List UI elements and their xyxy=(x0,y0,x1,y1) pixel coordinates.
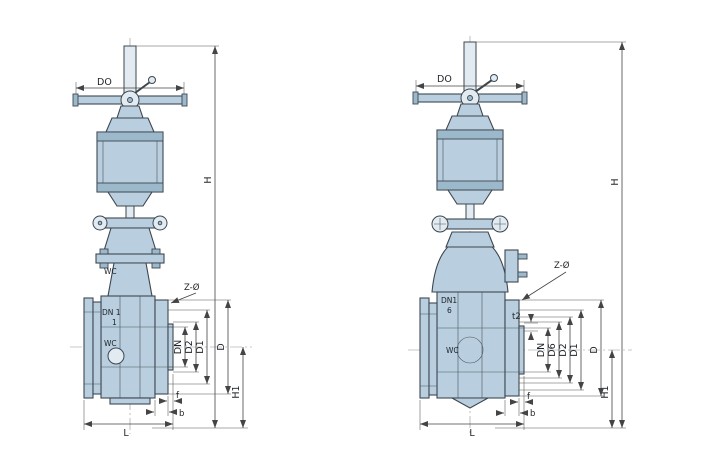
left-bore-label: DN 1 xyxy=(102,308,121,317)
left-annotations: DN 1 1 WC WC xyxy=(102,267,121,348)
left-dim-f-label: f xyxy=(176,391,180,401)
left-crank-handle xyxy=(134,81,151,94)
right-bolt-holes-label: Z-Ø xyxy=(554,260,570,271)
right-bore-detail xyxy=(456,336,484,364)
left-bonnet-material-label: WC xyxy=(104,267,117,276)
left-raised-face xyxy=(167,323,174,371)
left-cylinder xyxy=(96,131,164,233)
right-bore-value: 6 xyxy=(447,306,452,315)
right-raised-face xyxy=(518,325,525,375)
left-dim-l-label: L xyxy=(123,428,129,439)
right-dim-d2-label: D2 xyxy=(558,343,569,356)
left-body xyxy=(83,295,174,405)
right-annotations: DN1 6 WC xyxy=(441,296,459,355)
right-body-shell xyxy=(436,291,506,399)
left-outlet-flange xyxy=(154,299,169,395)
left-base xyxy=(109,397,151,405)
right-dim-f-label: f xyxy=(527,392,531,402)
left-bore-value: 1 xyxy=(112,318,117,327)
left-dim-h-label: H xyxy=(203,176,214,183)
left-dim-d2-label: D2 xyxy=(184,340,195,353)
right-inlet-flange xyxy=(419,297,430,399)
right-dim-d6-label: D6 xyxy=(547,343,558,356)
left-body-material-label: WC xyxy=(104,339,117,348)
left-handwheel-assembly xyxy=(72,45,188,133)
left-bolt-holes-leader xyxy=(170,292,197,304)
right-dim-d-label: D xyxy=(589,346,600,353)
left-dimensions: DO H H1 D D1 D2 DN Z-Ø xyxy=(75,45,248,439)
left-dim-do-label: DO xyxy=(97,77,112,88)
right-dimensions: DO H H1 D D1 D2 D6 xyxy=(415,41,626,439)
right-valve: DN1 6 WC DO H H1 D D1 xyxy=(408,36,632,439)
left-dim-b-label: b xyxy=(179,409,184,419)
right-dim-do-label: DO xyxy=(437,74,452,85)
right-bonnet xyxy=(431,215,528,293)
left-dim-h1-label: H1 xyxy=(231,385,242,398)
left-dim-d1-label: D1 xyxy=(195,340,206,353)
right-dim-b-label: b xyxy=(530,409,535,419)
right-body xyxy=(419,291,525,409)
right-dim-d1-label: D1 xyxy=(569,343,580,356)
left-dim-d-label: D xyxy=(216,343,227,350)
left-bolt-holes-label: Z-Ø xyxy=(184,282,200,293)
right-bore-label: DN1 xyxy=(441,296,457,305)
right-dim-l-label: L xyxy=(469,428,475,439)
right-body-material-label: WC xyxy=(446,346,459,355)
right-cylinder xyxy=(436,129,504,229)
right-dim-h-label: H xyxy=(610,178,621,185)
right-base xyxy=(449,397,491,409)
left-valve: DN 1 1 WC WC DO H H1 D D1 xyxy=(70,38,252,439)
right-cover-flange xyxy=(504,249,519,283)
left-bonnet xyxy=(92,215,168,297)
left-bonnet-flange xyxy=(95,253,165,264)
right-bolt-holes-leader xyxy=(521,271,567,301)
left-dim-dn-label: DN xyxy=(173,340,184,354)
right-dim-t2-label: t2 xyxy=(512,312,521,322)
right-dim-dn-label: DN xyxy=(536,343,547,357)
right-dim-h1-label: H1 xyxy=(600,385,611,398)
left-bore-detail xyxy=(107,347,125,365)
left-inlet-flange xyxy=(83,297,94,399)
